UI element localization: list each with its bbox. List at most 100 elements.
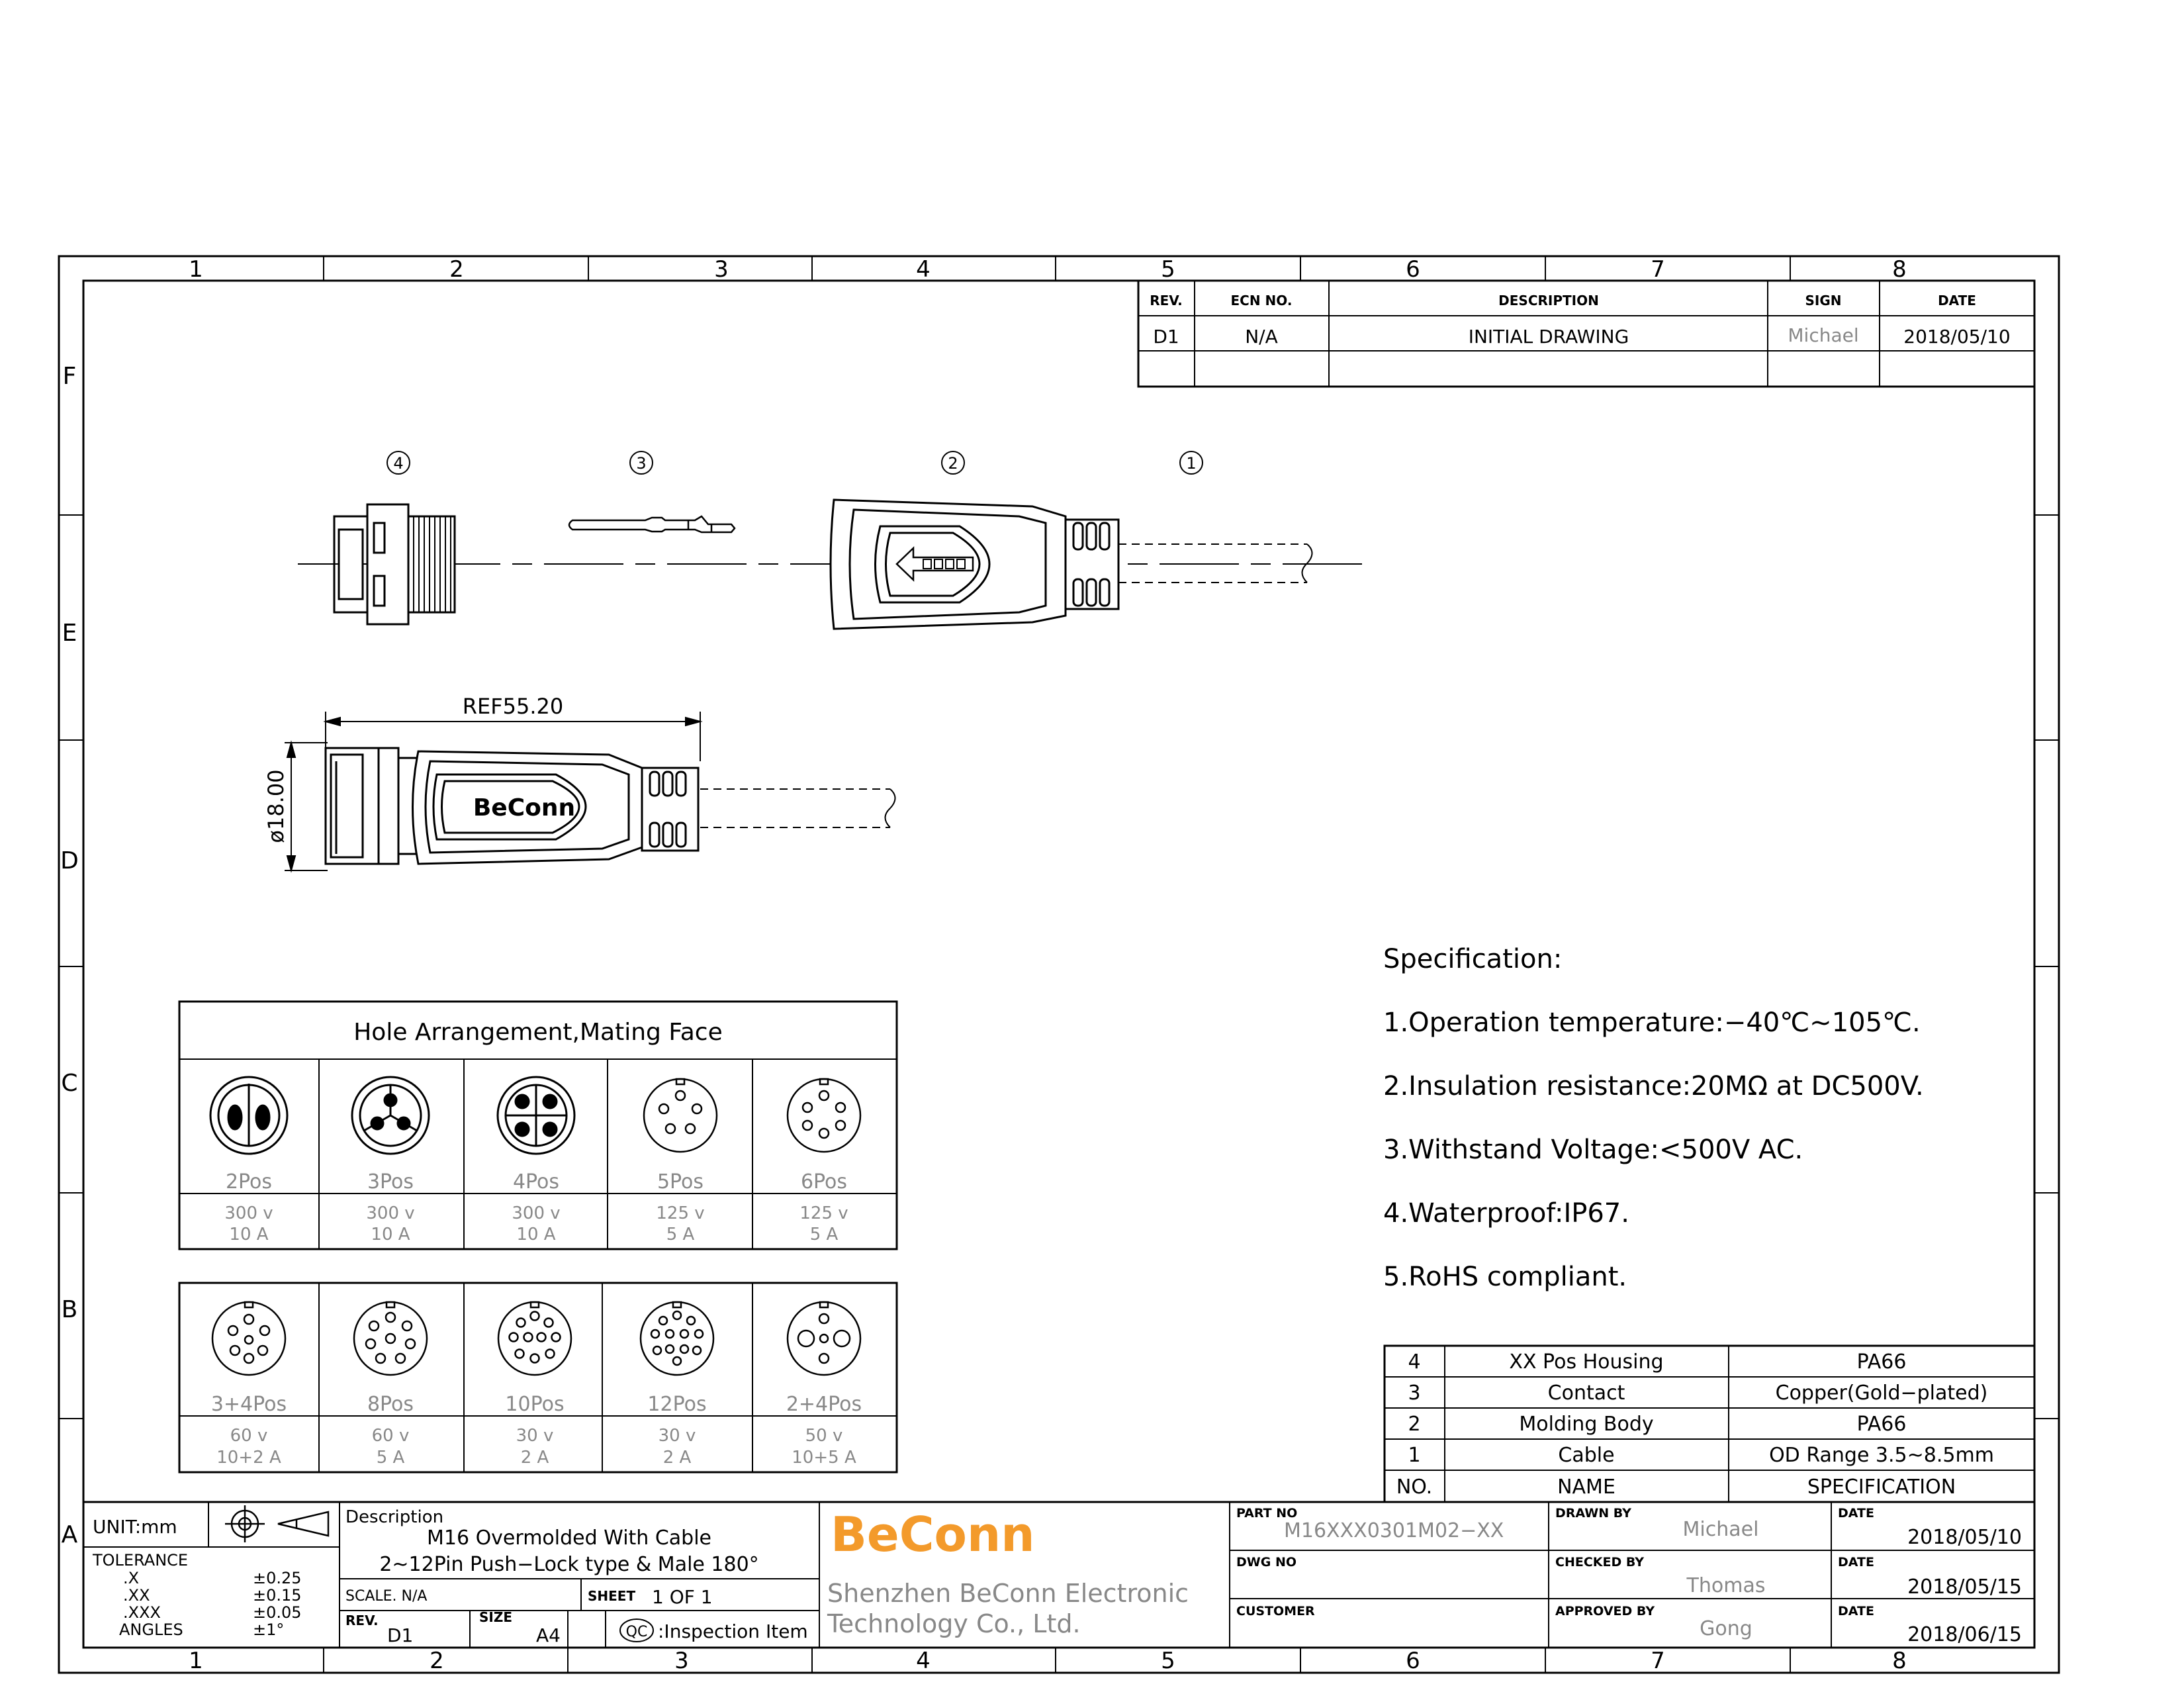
hole-pos-label: 10Pos bbox=[505, 1393, 564, 1416]
hole-voltage: 125 v bbox=[799, 1203, 848, 1223]
company-logo: BeConn bbox=[831, 1507, 1035, 1562]
projection-symbol-icon bbox=[225, 1505, 330, 1542]
contact-part bbox=[568, 515, 736, 534]
description-header: DESCRIPTION bbox=[1498, 293, 1599, 308]
length-dimension bbox=[323, 712, 703, 761]
rev-value: D1 bbox=[387, 1624, 413, 1646]
hole-arrangement-title: Hole Arrangement,Mating Face bbox=[353, 1019, 723, 1046]
date-label: DATE bbox=[1838, 1555, 1874, 1570]
hole-current: 2 A bbox=[521, 1448, 549, 1468]
rev-label: REV. bbox=[345, 1613, 379, 1628]
bom-spec: OD Range 3.5~8.5mm bbox=[1769, 1444, 1994, 1467]
ecn-header: ECN NO. bbox=[1231, 293, 1293, 308]
zone-labels: 1 2 3 4 5 6 7 8 1 2 3 4 5 6 7 8 F E D C … bbox=[60, 256, 1907, 1674]
part-no-label: PART NO bbox=[1236, 1506, 1297, 1521]
hole-current: 2 A bbox=[663, 1448, 692, 1468]
description-value: INITIAL DRAWING bbox=[1469, 326, 1629, 348]
company-name-line-1: Shenzhen BeConn Electronic bbox=[827, 1579, 1189, 1608]
tolerance-value: ±0.25 bbox=[253, 1569, 302, 1587]
zone-row-left: F bbox=[63, 363, 77, 390]
diameter-dimension bbox=[285, 740, 328, 873]
dwg-no-label: DWG NO bbox=[1236, 1555, 1297, 1570]
bom-no: 2 bbox=[1408, 1413, 1420, 1436]
bom-no: 3 bbox=[1408, 1382, 1420, 1405]
size-label: SIZE bbox=[479, 1609, 512, 1625]
6pos-face-icon bbox=[786, 1078, 862, 1153]
company-name-line-2: Technology Co., Ltd. bbox=[827, 1609, 1081, 1638]
hole-voltage: 300 v bbox=[224, 1203, 273, 1223]
tolerance-value: ±1° bbox=[253, 1620, 284, 1639]
assembled-cable bbox=[700, 788, 896, 828]
scale-label: SCALE. N/A bbox=[345, 1588, 427, 1605]
zone-row-left: B bbox=[62, 1296, 78, 1323]
tolerance-label: TOLERANCE bbox=[92, 1551, 188, 1570]
hole-pos-label: 3+4Pos bbox=[211, 1393, 287, 1416]
specification-title: Specification: bbox=[1383, 944, 1562, 974]
hole-current: 10+2 A bbox=[216, 1448, 281, 1468]
3plus4pos-face-icon bbox=[211, 1301, 287, 1376]
tolerance-key: ANGLES bbox=[119, 1620, 183, 1639]
bom-table: 4 XX Pos Housing PA66 3 Contact Copper(G… bbox=[1383, 1344, 2036, 1503]
date-drawn-value: 2018/05/10 bbox=[1907, 1526, 2022, 1549]
specification-item: 5.RoHS compliant. bbox=[1383, 1262, 1627, 1292]
customer-label: CUSTOMER bbox=[1236, 1604, 1315, 1618]
date-value: 2018/05/10 bbox=[1903, 326, 2010, 348]
zone-col-bottom: 1 bbox=[189, 1648, 203, 1674]
tolerance-value: ±0.05 bbox=[253, 1603, 302, 1622]
sign-value: Michael bbox=[1788, 324, 1858, 346]
bom-name-header: NAME bbox=[1557, 1476, 1615, 1499]
hole-current: 10+5 A bbox=[792, 1448, 856, 1468]
specification-item: 3.Withstand Voltage:<500V AC. bbox=[1383, 1135, 1803, 1165]
part-no-value: M16XXX0301M02−XX bbox=[1284, 1519, 1504, 1542]
diameter-dimension-text: ø18.00 bbox=[263, 769, 289, 843]
bom-no: 1 bbox=[1408, 1444, 1420, 1467]
zone-col-top: 1 bbox=[189, 256, 203, 283]
unit-label: UNIT:mm bbox=[93, 1516, 177, 1538]
qc-mark-icon bbox=[619, 1618, 654, 1642]
date-label: DATE bbox=[1838, 1506, 1874, 1521]
bom-no-header: NO. bbox=[1396, 1476, 1432, 1499]
hole-voltage: 125 v bbox=[656, 1203, 704, 1223]
zone-col-bottom: 7 bbox=[1651, 1648, 1665, 1674]
specification-item: 4.Waterproof:IP67. bbox=[1383, 1198, 1629, 1229]
ecn-value: N/A bbox=[1245, 326, 1278, 348]
4pos-face-icon bbox=[496, 1076, 576, 1155]
bom-name: Cable bbox=[1558, 1444, 1614, 1467]
hole-voltage: 60 v bbox=[372, 1426, 410, 1446]
hole-current: 10 A bbox=[516, 1225, 555, 1244]
hole-current: 5 A bbox=[666, 1225, 695, 1244]
bom-spec-header: SPECIFICATION bbox=[1807, 1476, 1956, 1499]
zone-col-top: 7 bbox=[1651, 256, 1665, 283]
date-checked-value: 2018/05/15 bbox=[1907, 1575, 2022, 1599]
exploded-view: 4 3 2 1 bbox=[298, 451, 1363, 630]
hole-pos-label: 4Pos bbox=[513, 1170, 559, 1194]
assembled-view: REF55.20 ø18.00 BeConn bbox=[263, 694, 896, 873]
tolerance-value: ±0.15 bbox=[253, 1586, 302, 1605]
specification-item: 1.Operation temperature:−40℃~105℃. bbox=[1383, 1008, 1921, 1038]
tolerance-key: .XXX bbox=[123, 1603, 161, 1622]
bom-name: XX Pos Housing bbox=[1509, 1350, 1663, 1374]
hole-pos-label: 3Pos bbox=[367, 1170, 414, 1194]
hole-voltage: 60 v bbox=[230, 1426, 268, 1446]
hole-current: 5 A bbox=[810, 1225, 839, 1244]
12pos-face-icon bbox=[639, 1301, 715, 1376]
checked-by-value: Thomas bbox=[1686, 1574, 1766, 1597]
drawn-by-label: DRAWN BY bbox=[1555, 1506, 1631, 1521]
3pos-face-icon bbox=[351, 1076, 430, 1155]
size-value: A4 bbox=[536, 1624, 561, 1646]
description-line-2: 2~12Pin Push−Lock type & Male 180° bbox=[379, 1553, 758, 1576]
bom-spec: PA66 bbox=[1857, 1350, 1907, 1374]
specification-item: 2.Insulation resistance:20MΩ at DC500V. bbox=[1383, 1071, 1924, 1102]
2plus4pos-face-icon bbox=[786, 1301, 862, 1376]
hole-pos-label: 12Pos bbox=[647, 1393, 706, 1416]
part-balloons: 4 3 2 1 bbox=[387, 451, 1203, 475]
bom-spec: PA66 bbox=[1857, 1413, 1907, 1436]
housing-part bbox=[333, 503, 456, 626]
hole-current: 10 A bbox=[371, 1225, 410, 1244]
sheet-label: SHEET bbox=[588, 1588, 635, 1604]
hole-pos-label: 2+4Pos bbox=[786, 1393, 862, 1416]
zone-col-bottom: 5 bbox=[1161, 1648, 1175, 1674]
10pos-face-icon bbox=[497, 1301, 572, 1376]
zone-col-bottom: 3 bbox=[674, 1648, 689, 1674]
description-line-1: M16 Overmolded With Cable bbox=[427, 1526, 711, 1550]
